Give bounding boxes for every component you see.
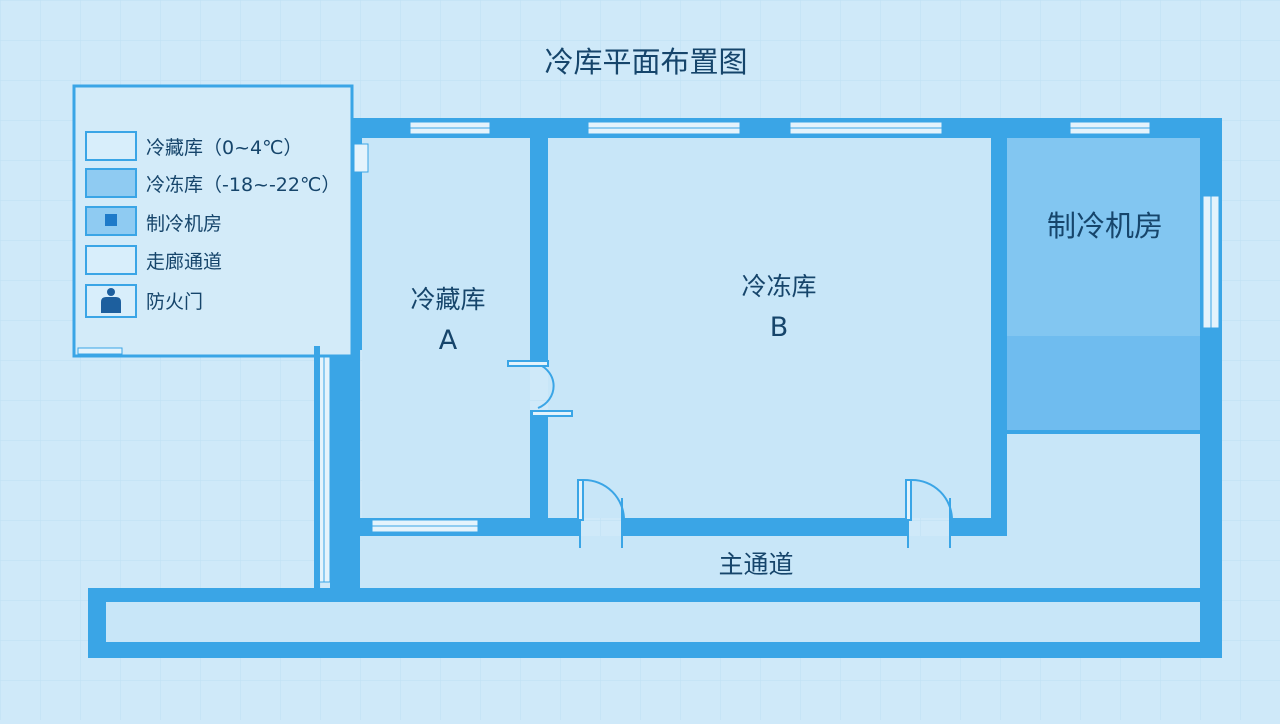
main-corridor-label: 主通道 (718, 550, 793, 579)
cold-storage-code: A (439, 325, 458, 356)
main-corridor-area (360, 536, 1200, 588)
interior-walls (360, 138, 1200, 536)
person-icon (101, 288, 121, 313)
legend-swatch-cold-storage (85, 131, 137, 161)
door-corridor-left (577, 479, 625, 548)
legend-swatch-freezer (85, 168, 137, 198)
legend-label-freezer: 冷冻库（-18~-22℃） (146, 174, 340, 196)
legend: 冷藏库（0~4℃） 冷冻库（-18~-22℃） 制冷机房 走廊通道 防火门 (72, 84, 354, 358)
legend-label-machine-room: 制冷机房 (146, 213, 222, 235)
freezer-code: B (770, 312, 789, 343)
machine-room-upper (1007, 138, 1200, 336)
left-annex-walls (314, 346, 320, 600)
machine-room-label: 制冷机房 (1047, 209, 1163, 243)
door-a-b (507, 360, 573, 417)
legend-label-cold-storage: 冷藏库（0~4℃） (146, 137, 302, 159)
outer-walls (88, 118, 1222, 658)
legend-label-fire-door: 防火门 (146, 291, 203, 313)
cold-storage-room (362, 138, 530, 518)
freezer-label: 冷冻库 (741, 272, 816, 301)
legend-label-corridor: 走廊通道 (146, 251, 222, 273)
door-corridor-right (905, 479, 953, 548)
legend-square-icon (105, 214, 117, 226)
window-mullions (323, 127, 1212, 582)
freezer-room (548, 138, 991, 518)
diagram-title: 冷库平面布置图 (544, 45, 747, 79)
cold-storage-label: 冷藏库 (410, 285, 485, 314)
legend-swatch-corridor (85, 245, 137, 275)
bottom-corridor-area (106, 602, 1200, 642)
